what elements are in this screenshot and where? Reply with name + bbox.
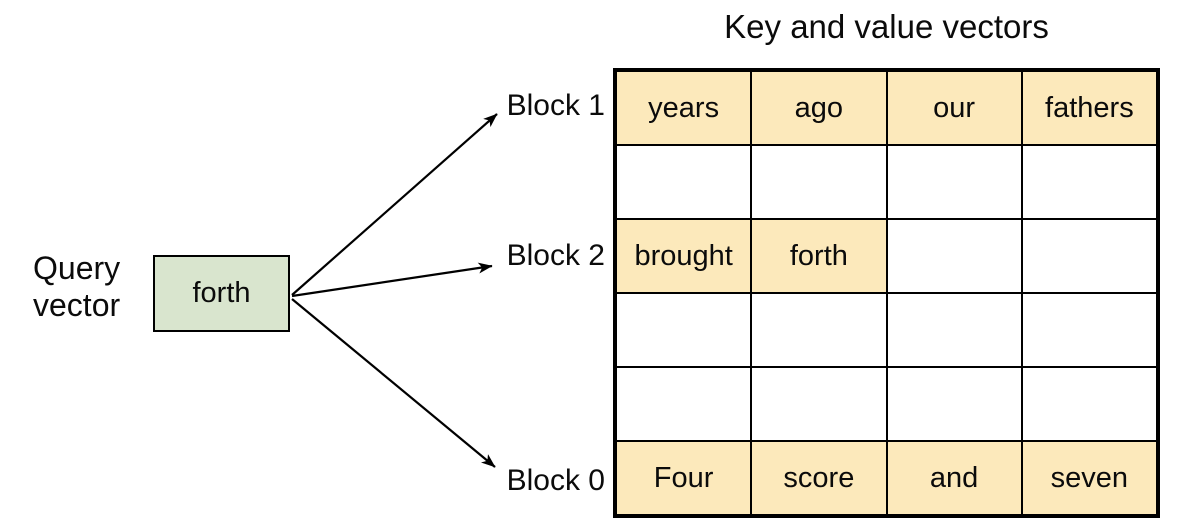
grid-cell <box>616 145 752 219</box>
grid-cell: Four <box>616 441 752 515</box>
query-vector-label-line2: vector <box>33 287 121 323</box>
grid-cell <box>1021 219 1157 293</box>
grid-cell <box>751 293 887 367</box>
grid-cell <box>1021 145 1157 219</box>
grid-cell: our <box>886 71 1022 145</box>
block-0-label: Block 0 <box>506 464 605 497</box>
grid-cell <box>886 367 1022 441</box>
grid-cell: score <box>751 441 887 515</box>
diagram-title: Key and value vectors <box>724 8 1049 45</box>
grid-cell <box>886 145 1022 219</box>
grid-cell <box>1021 367 1157 441</box>
grid-cell <box>886 293 1022 367</box>
grid-cell: brought <box>616 219 752 293</box>
query-vector-label-line1: Query <box>33 250 121 286</box>
query-vector-box: forth <box>153 255 290 332</box>
query-vector-label: Query vector <box>33 250 120 324</box>
grid-cell: and <box>886 441 1022 515</box>
grid-cell: ago <box>751 71 887 145</box>
grid-cell: years <box>616 71 752 145</box>
grid-cell <box>616 293 752 367</box>
grid-cell <box>616 367 752 441</box>
grid-cell: fathers <box>1021 71 1157 145</box>
block-2-label: Block 2 <box>506 239 605 272</box>
grid-cell: seven <box>1021 441 1157 515</box>
grid-cell: forth <box>751 219 887 293</box>
grid-cell <box>886 219 1022 293</box>
grid-cell <box>751 145 887 219</box>
block-1-label: Block 1 <box>506 89 605 122</box>
kv-grid: years ago our fathers brought forth Four… <box>613 68 1160 518</box>
grid-cell <box>751 367 887 441</box>
grid-cell <box>1021 293 1157 367</box>
query-token: forth <box>192 277 251 309</box>
arrow-to-block-0 <box>291 298 496 468</box>
